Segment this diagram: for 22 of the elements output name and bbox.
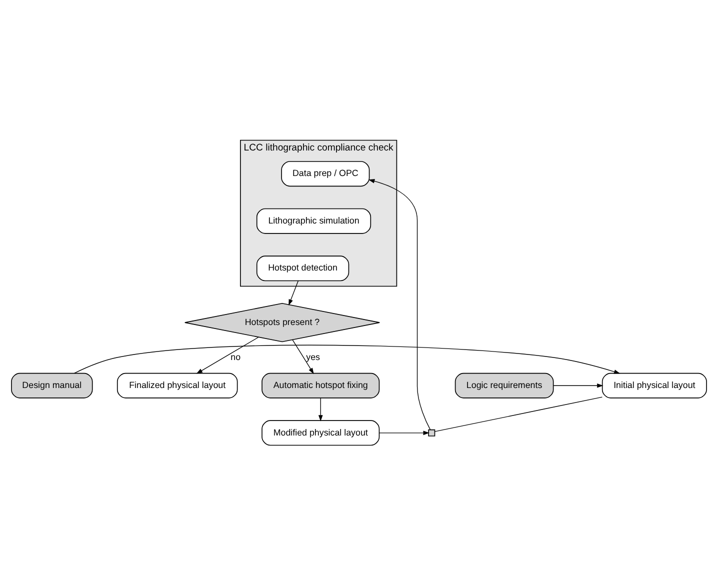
node-diamond: Hotspots present ? xyxy=(184,302,380,342)
arrow xyxy=(553,383,604,388)
node-box: Design manual xyxy=(11,372,93,398)
arrow xyxy=(379,430,430,436)
edge-label: yes xyxy=(306,352,320,362)
node-box: Data prep / OPC xyxy=(281,161,370,187)
arrow xyxy=(74,344,620,374)
node-box: Finalized physical layout xyxy=(116,372,238,398)
node-box: Automatic hotspot fixing xyxy=(262,372,380,398)
arrow xyxy=(292,339,314,374)
edge-label: no xyxy=(230,352,241,362)
node-box: Lithographic simulation xyxy=(256,208,372,234)
arrow xyxy=(288,280,299,306)
arrow xyxy=(196,336,259,374)
node-box: Logic requirements xyxy=(454,372,554,398)
connector xyxy=(434,396,603,432)
node-box: Hotspot detection xyxy=(256,256,350,282)
arrow xyxy=(318,398,323,422)
node-box: Initial physical layout xyxy=(602,372,707,398)
arrow xyxy=(368,179,431,430)
node-box: Modified physical layout xyxy=(262,420,380,446)
node-box xyxy=(428,429,436,436)
